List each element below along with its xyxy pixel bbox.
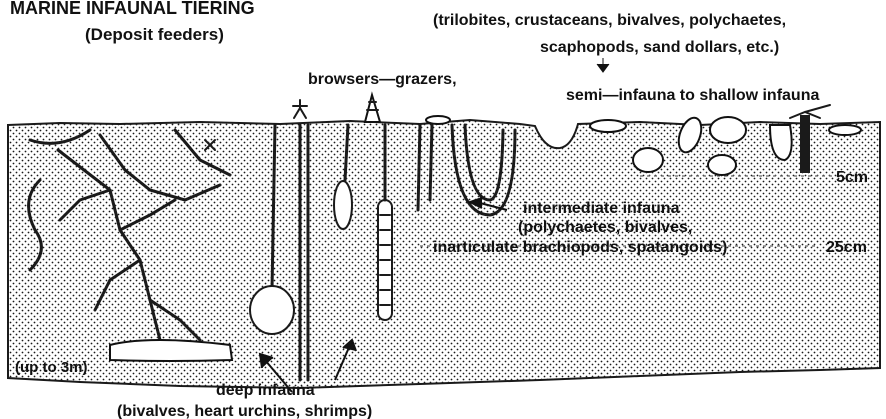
deep-bivalve — [110, 340, 232, 361]
intermediate-infauna-line2: (polychaetes, bivalves, — [518, 219, 692, 236]
up-to-3m-label: (up to 3m) — [15, 359, 88, 376]
surface-organisms — [293, 95, 450, 124]
suspension-feeders-line2: scaphopods, sand dollars, etc.) — [540, 39, 779, 56]
depth-25cm-label: 25cm — [826, 239, 867, 256]
deep-infauna-line2: (bivalves, heart urchins, shrimps) — [117, 403, 372, 419]
deposit-feeders-label: (Deposit feeders) — [85, 25, 224, 44]
depth-5cm-label: 5cm — [836, 169, 868, 186]
intermediate-infauna-line1: intermediate infauna — [523, 200, 680, 217]
deep-infauna-line1: deep infauna — [216, 382, 315, 399]
browsers-grazers-label: browsers—grazers, — [308, 71, 457, 88]
suspension-feeders-line1: (trilobites, crustaceans, bivalves, poly… — [433, 12, 786, 29]
diagram-title: MARINE INFAUNAL TIERING — [10, 0, 255, 18]
semi-infauna-label: semi—infauna to shallow infauna — [566, 87, 819, 104]
intermediate-infauna-line3: inarticulate brachiopods, spatangoids) — [433, 239, 727, 256]
